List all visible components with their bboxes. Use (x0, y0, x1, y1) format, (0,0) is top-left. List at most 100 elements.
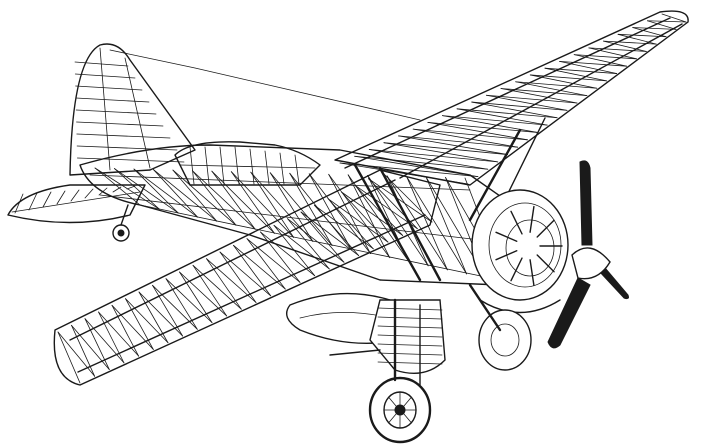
cockpit-canopy (174, 141, 321, 186)
structure-member (646, 20, 687, 23)
structure-member (287, 218, 345, 263)
structure-member (191, 170, 237, 226)
structure-member (573, 54, 637, 60)
wheel-spokes (383, 391, 417, 429)
structure-member (377, 307, 443, 311)
structure-member (211, 170, 275, 234)
structure-member (98, 311, 125, 364)
structure-member (510, 210, 523, 235)
structure-member (510, 257, 523, 282)
structure-member (192, 264, 228, 317)
structure-member (192, 264, 242, 310)
structure-member (260, 231, 301, 283)
structure-member (172, 169, 237, 226)
structure-member (71, 324, 110, 370)
structure-member (152, 284, 198, 330)
structure-member (233, 244, 272, 297)
structure-member (11, 191, 141, 213)
structure-member (133, 168, 179, 214)
structure-member (632, 27, 677, 30)
structure-member (471, 101, 558, 119)
propeller-blade-upper (579, 160, 593, 246)
structure-member (250, 171, 295, 238)
structure-member (412, 128, 518, 148)
fuselage-frames (94, 167, 506, 283)
structure-member (294, 154, 300, 185)
fuselage (79, 144, 531, 286)
structure-member (211, 170, 256, 230)
structure-member (515, 81, 588, 97)
structure-member (377, 361, 443, 365)
structure-member (98, 311, 140, 357)
structure-member (76, 145, 178, 151)
structure-member (341, 191, 404, 236)
structure-member (219, 251, 257, 303)
structure-member (388, 396, 397, 407)
structure-member (559, 61, 618, 74)
structure-member (646, 20, 677, 30)
structure-member (125, 298, 169, 344)
structure-member (300, 211, 360, 256)
structure-member (381, 171, 433, 223)
main-landing-gear (329, 283, 532, 444)
structure-member (377, 352, 443, 356)
lower-wing-ribs (57, 171, 433, 384)
structure-member (206, 258, 242, 310)
structure-member (661, 13, 687, 23)
engine-cylinders (495, 205, 563, 287)
structure-member (14, 193, 24, 214)
structure-member (56, 190, 66, 205)
structure-member (84, 318, 110, 370)
structure-member (529, 259, 535, 287)
structure-member (617, 33, 657, 45)
structure-member (75, 97, 150, 103)
structure-member (588, 47, 637, 60)
structure-member (114, 168, 179, 214)
structure-member (76, 121, 164, 127)
structure-member (172, 169, 218, 222)
structure-member (125, 298, 154, 350)
propeller-blade-lower (547, 277, 591, 349)
structure-member (403, 413, 412, 424)
structure-member (485, 94, 568, 111)
structure-member (398, 135, 509, 155)
structure-member (425, 176, 467, 275)
structure-member (57, 331, 96, 377)
structure-member (308, 173, 371, 255)
structure-member (406, 176, 467, 275)
canopy-frames (179, 146, 316, 185)
structure-member (76, 133, 171, 139)
structure-member (264, 150, 270, 185)
upper-wing (334, 10, 689, 186)
structure-member (341, 191, 389, 243)
structure-member (314, 204, 374, 250)
structure-member (112, 186, 122, 193)
structure-member (588, 47, 647, 52)
structure-member (398, 135, 518, 148)
structure-member (500, 88, 588, 97)
structure-member (153, 169, 218, 222)
structure-member (219, 251, 272, 297)
structure-member (153, 169, 199, 218)
structure-member (75, 109, 157, 115)
structure-member (94, 167, 141, 206)
structure-member (28, 192, 38, 211)
structure-member (327, 198, 389, 243)
structure-member (99, 47, 111, 171)
structure-member (230, 171, 295, 238)
structure-member (573, 54, 627, 67)
fin-ribs (74, 47, 185, 171)
engine-cowling (471, 189, 569, 314)
structure-member (260, 231, 316, 277)
structure-member (367, 174, 429, 267)
structure-member (377, 334, 443, 338)
propeller-blade-right (597, 260, 629, 300)
structure-member (273, 224, 330, 270)
main-wheel-right (478, 309, 532, 371)
structure-member (495, 231, 518, 242)
structure-member (354, 184, 404, 236)
structure-member (368, 149, 499, 163)
structure-member (383, 142, 509, 155)
structure-member (84, 318, 125, 364)
structure-member (126, 185, 136, 190)
